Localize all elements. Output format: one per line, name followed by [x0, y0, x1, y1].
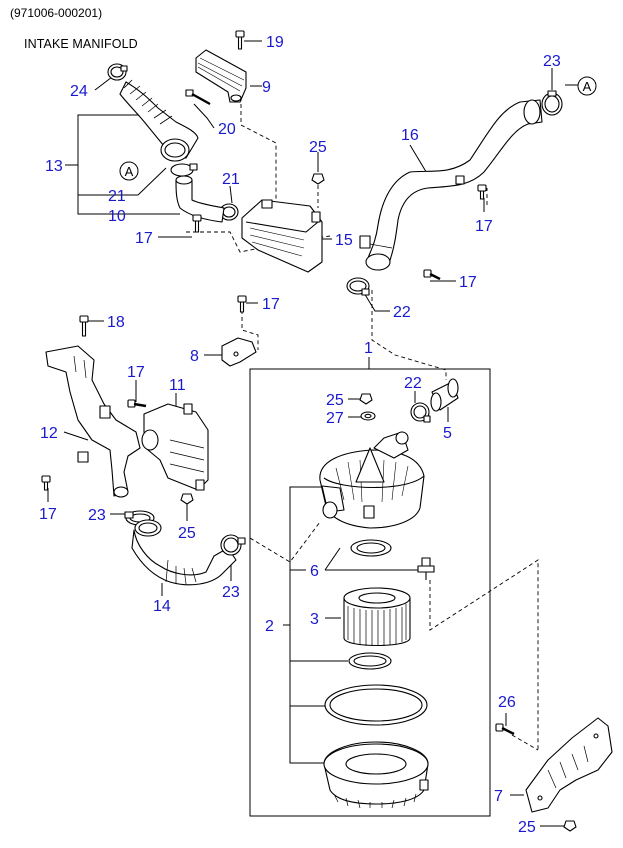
callout-15: 15: [335, 232, 353, 249]
large-gasket: [324, 684, 428, 726]
callout-25c: 25: [178, 525, 196, 542]
hose-10: [175, 175, 225, 223]
intake-manifold-label: INTAKE MANIFOLD: [24, 37, 138, 51]
bolt-17-c: [423, 269, 441, 281]
duct-16: [359, 99, 543, 271]
callout-23a: 23: [543, 53, 561, 70]
sensor-6: [417, 557, 435, 580]
leader-lines: [47, 40, 578, 827]
air-cleaner-upper-body: [319, 431, 425, 529]
callout-17e: 17: [127, 364, 145, 381]
clamp-22-a: [346, 277, 370, 296]
callout-25b: 25: [326, 392, 344, 409]
callout-27: 27: [326, 410, 344, 427]
nut-25-d: [563, 820, 577, 832]
callout-25a: 25: [309, 139, 327, 156]
callout-20: 20: [218, 121, 236, 138]
callout-7: 7: [494, 788, 503, 805]
gasket-6: [350, 539, 392, 557]
callout-17f: 17: [39, 506, 57, 523]
callout-17a: 17: [135, 230, 153, 247]
callout-13: 13: [45, 158, 63, 175]
callout-23c: 23: [222, 584, 240, 601]
callout-19: 19: [266, 34, 284, 51]
clamp-22-b: [410, 402, 431, 423]
ref-label-left: A: [125, 164, 134, 179]
callout-21a: 21: [108, 188, 126, 205]
resonator-15: [241, 199, 323, 273]
nut-25-b: [180, 493, 194, 505]
bolt-18: [79, 315, 89, 337]
callout-1: 1: [364, 340, 373, 357]
callout-5: 5: [443, 425, 452, 442]
resonator-9: [195, 49, 247, 103]
callout-10: 10: [108, 208, 126, 225]
reference-markers: A A: [119, 76, 597, 181]
callout-2: 2: [265, 618, 274, 635]
bracket-7: [525, 717, 613, 813]
parts: [41, 30, 613, 832]
catalog-code: (971006-000201): [10, 6, 103, 20]
air-cleaner-lower-housing: [323, 741, 429, 809]
bolt-26: [495, 723, 515, 736]
callout-numbers: 19 9 24 20 13 21 10 21 17 25 15 23 16 17…: [39, 34, 561, 836]
callout-26: 26: [498, 694, 516, 711]
callout-14: 14: [153, 598, 171, 615]
callout-22a: 22: [393, 304, 411, 321]
callout-3: 3: [310, 611, 319, 628]
dashed-connectors: [186, 97, 539, 751]
bolt-19: [235, 30, 245, 50]
callout-16: 16: [401, 127, 419, 144]
seal-ring: [348, 652, 392, 670]
callout-17c: 17: [459, 274, 477, 291]
bolt-20: [185, 89, 211, 105]
ref-circle-left: [119, 161, 139, 181]
callout-17d: 17: [262, 296, 280, 313]
clamp-23-a: [541, 90, 563, 116]
resonator-11: [141, 403, 209, 491]
hose-5: [430, 378, 459, 412]
callout-18: 18: [107, 314, 125, 331]
callout-12: 12: [40, 425, 58, 442]
bolt-17-a: [192, 214, 202, 233]
bolt-17-e: [127, 399, 147, 408]
clamp-21-left: [170, 163, 198, 177]
nut-25-a: [311, 173, 325, 185]
callout-23b: 23: [88, 507, 106, 524]
filter-element-3: [343, 587, 411, 647]
duct-12: [45, 345, 141, 498]
callout-24: 24: [70, 83, 88, 100]
callout-25d: 25: [518, 819, 536, 836]
bolt-17-f: [41, 475, 51, 491]
clamp-23-c: [220, 534, 246, 556]
ref-circle-right: [577, 76, 597, 96]
callout-8: 8: [190, 348, 199, 365]
callout-17b: 17: [475, 218, 493, 235]
bracket-8: [221, 337, 257, 367]
callout-21b: 21: [222, 171, 240, 188]
callout-11: 11: [169, 377, 186, 394]
ref-label-right: A: [583, 79, 592, 94]
callout-9: 9: [262, 79, 271, 96]
bolt-17-d: [237, 295, 247, 313]
washer-27: [360, 411, 376, 421]
callout-22b: 22: [404, 375, 422, 392]
callout-6: 6: [310, 563, 319, 580]
clamp-24: [107, 63, 128, 81]
bolt-17-b: [477, 184, 487, 200]
intake-hose-13: [119, 79, 199, 162]
nut-25-c: [359, 393, 373, 405]
